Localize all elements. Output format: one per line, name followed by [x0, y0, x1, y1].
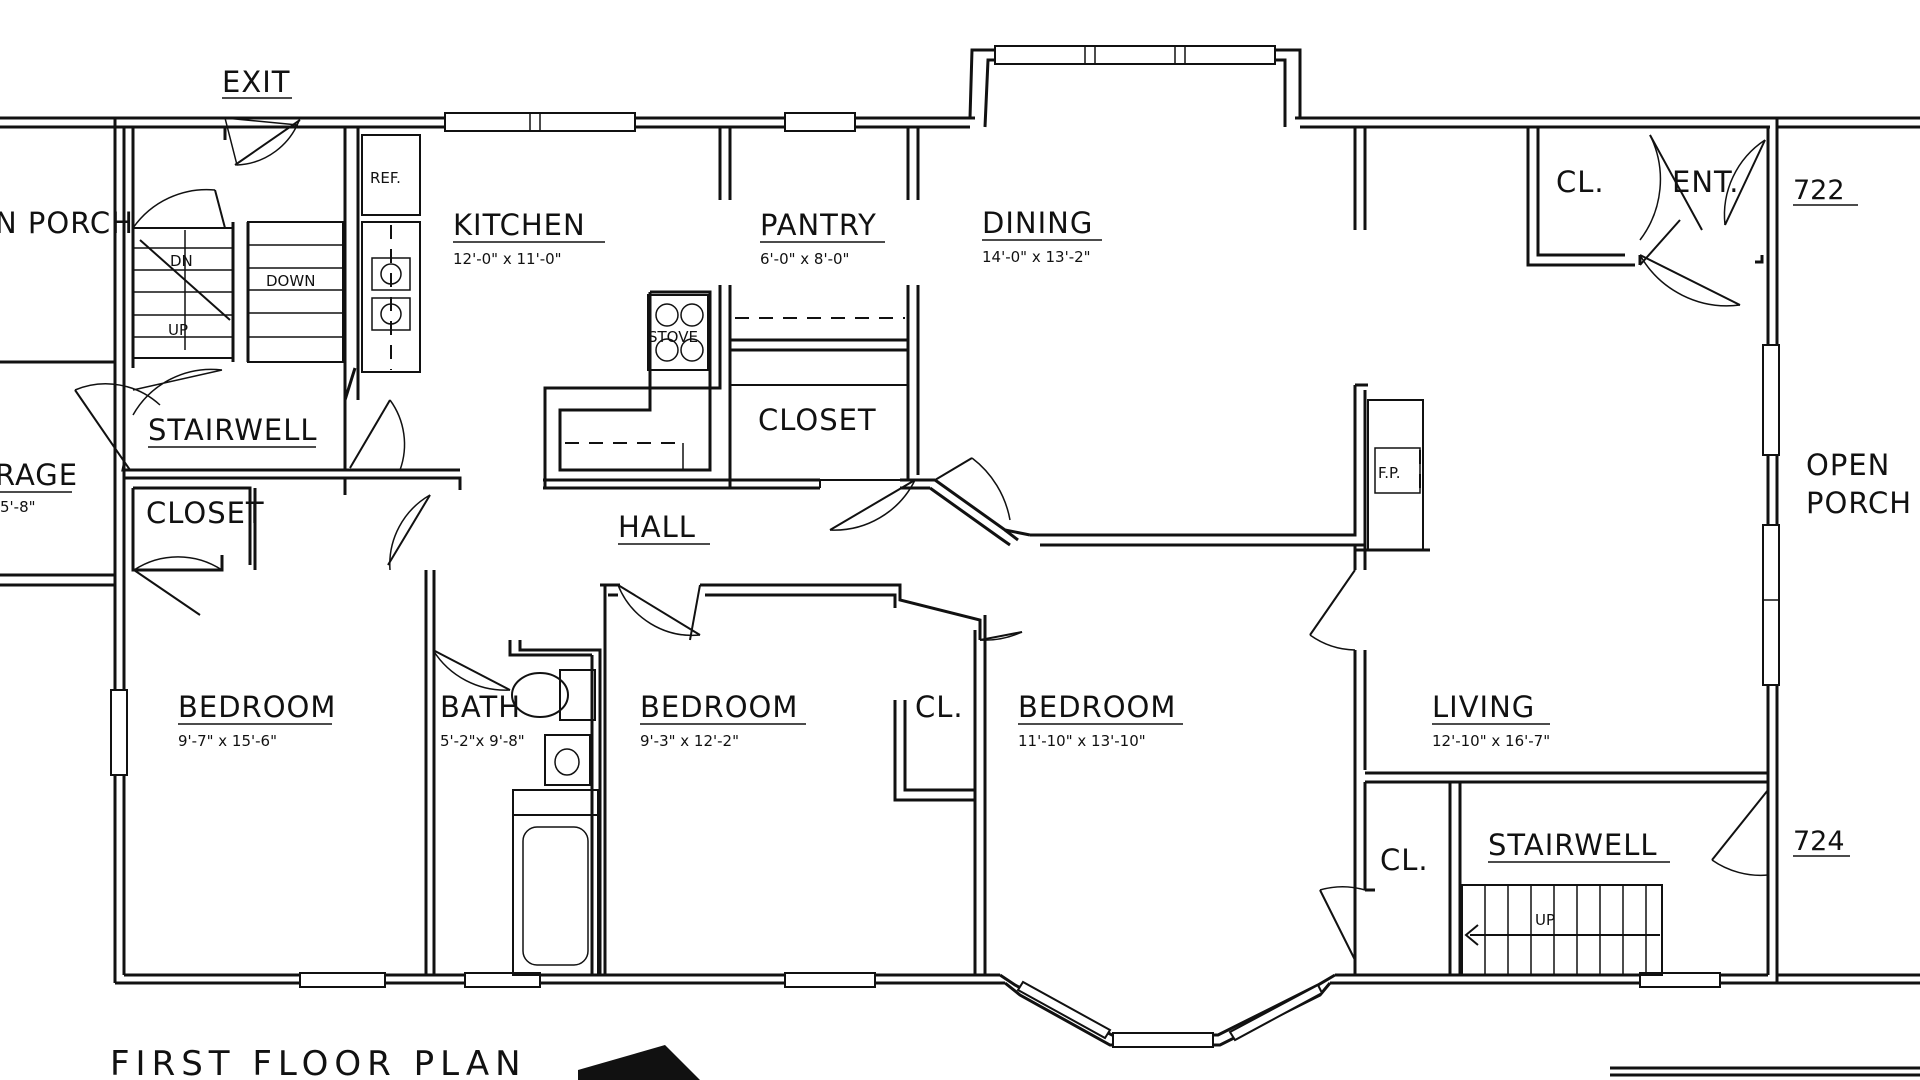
label-stairwell-left: STAIRWELL: [148, 413, 318, 447]
label-closet-center: CLOSET: [758, 403, 877, 437]
label-ref: REF.: [370, 169, 401, 187]
windows: [110, 45, 1780, 1048]
north-arrow-icon: [578, 1045, 700, 1080]
label-porch-left: N PORCH: [0, 206, 134, 240]
label-pantry: PANTRY: [760, 208, 877, 242]
label-living: LIVING: [1432, 690, 1535, 724]
toilet-bowl: [511, 672, 569, 718]
label-pantry-dim: 6'-0" x 8'-0": [760, 250, 849, 268]
label-living-dim: 12'-10" x 16'-7": [1432, 732, 1550, 750]
fireplace: [1374, 447, 1421, 494]
label-stove: STOVE: [648, 328, 698, 346]
label-bath: BATH: [440, 690, 521, 724]
label-unit-722: 722: [1793, 175, 1845, 206]
exterior-walls: [0, 48, 1920, 1077]
toilet-tank: [559, 669, 596, 721]
label-stair-dn: DN: [170, 252, 193, 270]
label-bedroom-1-dim: 9'-7" x 15'-6": [178, 732, 277, 750]
label-closet-bedroom-2: CL.: [915, 690, 964, 724]
label-bedroom-1: BEDROOM: [178, 690, 336, 724]
interior-walls: [121, 127, 1768, 975]
label-bath-dim: 5'-2"x 9'-8": [440, 732, 525, 750]
label-stair-up: UP: [168, 321, 188, 339]
label-exit: EXIT: [222, 65, 290, 99]
stairs-right: [1461, 884, 1663, 976]
label-closet-left: CLOSET: [146, 496, 265, 530]
plan-title-text: FIRST FLOOR PLAN: [110, 1044, 527, 1080]
bathtub: [512, 814, 599, 976]
lavatory: [544, 734, 591, 786]
label-kitchen: KITCHEN: [453, 208, 586, 242]
label-closet-entry: CL.: [1556, 165, 1605, 199]
door-swings: [74, 117, 1769, 961]
label-stairwell-right: STAIRWELL: [1488, 828, 1658, 862]
label-open-porch-line1: OPEN: [1806, 448, 1890, 482]
sink-counter: [361, 221, 421, 373]
label-closet-living: CL.: [1380, 843, 1429, 877]
label-garage: RAGE: [0, 458, 78, 492]
label-entry: ENT.: [1672, 165, 1740, 199]
label-bedroom-2: BEDROOM: [640, 690, 798, 724]
refrigerator: [361, 134, 421, 216]
label-dining: DINING: [982, 206, 1093, 240]
label-kitchen-dim: 12'-0" x 11'-0": [453, 250, 562, 268]
label-stair-up-right: UP: [1535, 911, 1555, 929]
label-bedroom-3: BEDROOM: [1018, 690, 1176, 724]
labels: EXIT N PORCH RAGE 5'-8" STAIRWELL DOWN D…: [0, 65, 1912, 929]
label-fireplace: F.P.: [1378, 464, 1400, 482]
label-stair-down: DOWN: [266, 272, 315, 290]
label-bedroom-2-dim: 9'-3" x 12'-2": [640, 732, 739, 750]
label-bedroom-3-dim: 11'-10" x 13'-10": [1018, 732, 1146, 750]
label-hall: HALL: [618, 510, 696, 544]
label-open-porch-line2: PORCH: [1806, 486, 1912, 520]
stairs-left: [132, 221, 344, 363]
label-garage-dim: 5'-8": [0, 498, 36, 516]
fixtures: [361, 134, 1421, 976]
label-dining-dim: 14'-0" x 13'-2": [982, 248, 1091, 266]
label-unit-724: 724: [1793, 826, 1845, 857]
stove: [647, 294, 709, 371]
plan-title: FIRST FLOOR PLAN: [110, 1044, 700, 1080]
